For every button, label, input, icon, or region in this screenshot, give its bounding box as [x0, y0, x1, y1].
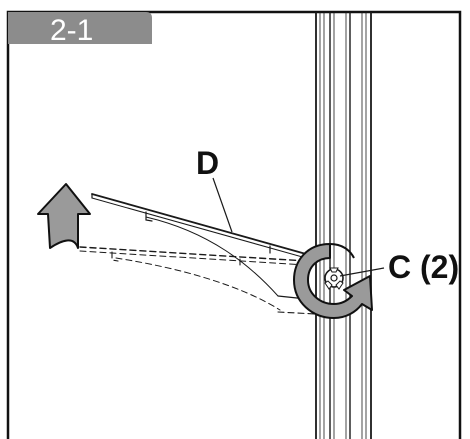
knob-screw-icon [324, 267, 344, 290]
leader-line-c [339, 267, 385, 277]
vertical-post [315, 12, 372, 439]
step-tab: 2-1 [8, 12, 152, 47]
panel-d-raised [91, 193, 317, 301]
callout-d: D [196, 145, 219, 181]
callout-c: C (2) [388, 249, 459, 285]
panel-lowered-dashed [79, 246, 317, 315]
leader-line-d [212, 177, 233, 233]
figure-frame [6, 10, 462, 439]
rotate-arrow-icon [293, 243, 373, 319]
step-label: 2-1 [50, 14, 93, 47]
raise-arrow-icon [37, 183, 91, 249]
